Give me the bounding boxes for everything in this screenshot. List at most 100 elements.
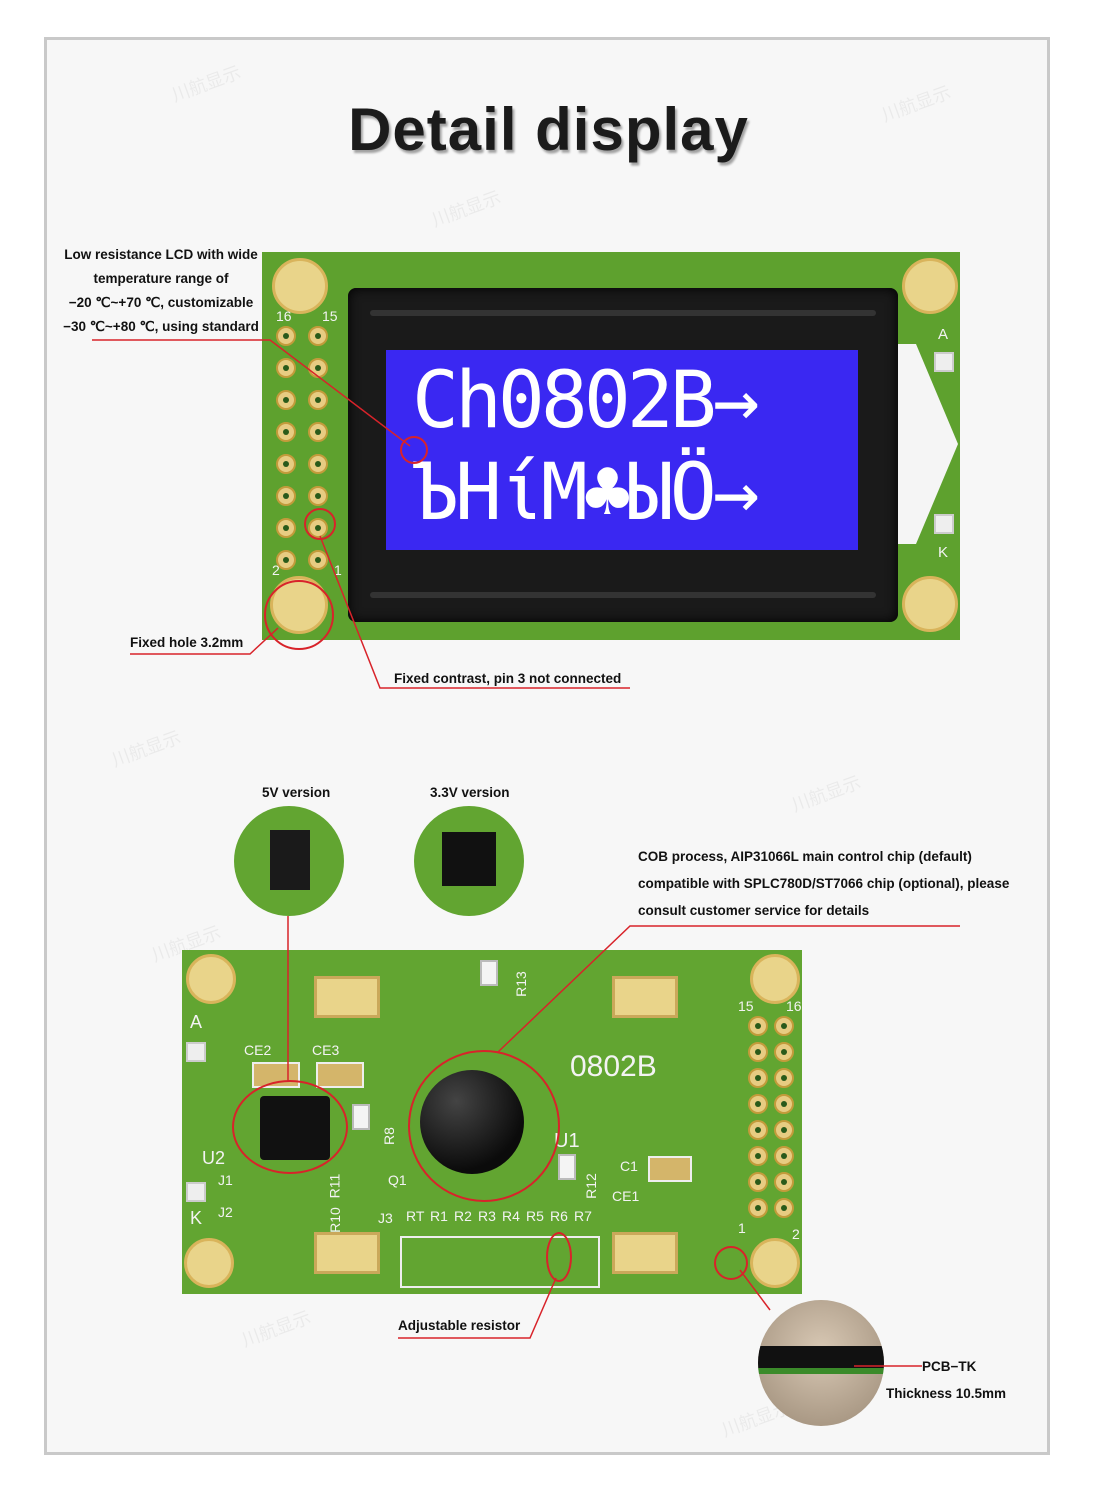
callout-line-thickness: [739, 1269, 771, 1311]
label-r4: R4: [502, 1208, 520, 1224]
callout-line-contrast: [319, 535, 630, 689]
lcd-line-1: Ch0802B→: [412, 356, 760, 446]
fixed-contrast-note: Fixed contrast, pin 3 not connected: [394, 671, 622, 686]
label-r3: R3: [478, 1208, 496, 1224]
resistor-r12-pad: [558, 1154, 576, 1180]
resistor-r8-pad: [352, 1104, 370, 1130]
pin-label-16: 16: [786, 998, 802, 1014]
label-5v-version: 5V version: [262, 785, 331, 800]
capacitor-ce3: [316, 1062, 364, 1088]
thickness-label: Thickness 10.5mm: [886, 1386, 1007, 1401]
callout-circle-resistor: [546, 1232, 572, 1282]
label-a: A: [190, 1012, 203, 1032]
pin-header: [748, 1016, 798, 1226]
pcb-edge: [758, 1346, 884, 1368]
callout-circle-contrast-pin: [304, 508, 336, 540]
lcd-module-front: 16 15 2 1 A K Ch0802B→ ЪНίМ♣ЫÖ→: [262, 252, 960, 640]
resistor-r13-pad: [480, 960, 498, 986]
mounting-hole: [902, 258, 958, 314]
mounting-hole: [184, 1238, 234, 1288]
lcd-line-2: ЪНίМ♣ЫÖ→: [412, 448, 760, 538]
callout-line-hole: [130, 627, 279, 655]
bezel-ridge: [370, 592, 876, 598]
pin-label-1: 1: [334, 562, 342, 578]
fixed-hole-note: Fixed hole 3.2mm: [130, 635, 244, 650]
cob-note-line-2: compatible with SPLC780D/ST7066 chip (op…: [638, 876, 1010, 891]
lcd-note-line-3: −20 ℃~+70 ℃, customizable: [68, 295, 254, 310]
adjustable-resistor-note: Adjustable resistor: [398, 1318, 521, 1333]
bezel-clip: [314, 1232, 380, 1274]
callout-circle-lcd: [400, 436, 428, 464]
label-r1: R1: [430, 1208, 448, 1224]
detail-photo-33v: [414, 806, 524, 916]
page-title: Detail display: [348, 96, 749, 163]
cathode-pad: [186, 1182, 206, 1202]
label-j2: J2: [218, 1204, 233, 1220]
mounting-hole: [272, 258, 328, 314]
pcb-back: R13 0802B A K CE2 CE3 U2 R8 Q1 R11 R10 J…: [182, 950, 802, 1294]
anode-label: A: [938, 326, 949, 343]
label-r5: R5: [526, 1208, 544, 1224]
lcd-note-line-2: temperature range of: [93, 271, 229, 286]
pin-label-2: 2: [792, 1226, 800, 1242]
bezel-clip: [612, 1232, 678, 1274]
pcb-tk-label: PCB−TK: [922, 1359, 977, 1374]
bezel-clip: [612, 976, 678, 1018]
label-k: K: [190, 1208, 203, 1228]
pcb-layer: [758, 1368, 884, 1374]
detail-photo-thickness: [758, 1300, 884, 1426]
label-33v-version: 3.3V version: [430, 785, 510, 800]
pin-label-15: 15: [322, 308, 338, 324]
mounting-hole: [750, 1238, 800, 1288]
label-rt: RT: [406, 1208, 425, 1224]
label-ce2: CE2: [244, 1042, 272, 1058]
label-r6: R6: [550, 1208, 568, 1224]
callout-circle-cob: [408, 1050, 560, 1202]
detail-photo-5v: [234, 806, 344, 916]
cob-note-line-1: COB process, AIP31066L main control chip…: [638, 849, 972, 864]
capacitor-c1: [648, 1156, 692, 1182]
pin-header: [276, 326, 336, 570]
cob-note-line-3: consult customer service for details: [638, 903, 870, 918]
chip-33v: [442, 832, 496, 886]
mounting-hole: [902, 576, 958, 632]
bezel-ridge: [370, 310, 876, 316]
chip-5v: [270, 830, 310, 890]
mounting-hole: [186, 954, 236, 1004]
resistor-labels: RT R1 R2 R3 R4 R5 R6 R7: [406, 1208, 602, 1232]
lcd-temperature-note: Low resistance LCD with wide temperature…: [52, 243, 270, 339]
callout-line-lcd: [92, 339, 411, 447]
label-u2: U2: [202, 1148, 226, 1168]
bezel-clip: [314, 976, 380, 1018]
label-ce3: CE3: [312, 1042, 340, 1058]
lcd-note-line-1: Low resistance LCD with wide: [64, 247, 258, 262]
label-u1: U1: [554, 1130, 580, 1152]
label-c1: C1: [620, 1158, 638, 1174]
cathode-label: K: [938, 544, 949, 561]
callout-circle-hole: [264, 580, 334, 650]
anode-pad: [934, 352, 954, 372]
pin-label-15: 15: [738, 998, 754, 1014]
pin-label-1: 1: [738, 1220, 746, 1236]
anode-pad: [186, 1042, 206, 1062]
callout-circle-hole: [714, 1246, 748, 1280]
mounting-hole: [750, 954, 800, 1004]
label-j3: J3: [378, 1210, 393, 1226]
callout-circle-u2: [232, 1080, 348, 1174]
resistor-ladder: [400, 1236, 600, 1288]
label-r2: R2: [454, 1208, 472, 1224]
callout-line-cob: [497, 925, 960, 1053]
callout-line-resistor: [398, 1277, 557, 1339]
cathode-pad: [934, 514, 954, 534]
lcd-screen: Ch0802B→ ЪНίМ♣ЫÖ→: [386, 350, 858, 550]
label-ce1: CE1: [612, 1188, 640, 1204]
pin-label-16: 16: [276, 308, 292, 324]
label-q1: Q1: [388, 1172, 407, 1188]
model-label: 0802B: [570, 1050, 657, 1083]
lcd-note-line-4: −30 ℃~+80 ℃, using standard: [63, 319, 259, 334]
pin-label-2: 2: [272, 562, 280, 578]
label-r7: R7: [574, 1208, 592, 1224]
cob-process-note: COB process, AIP31066L main control chip…: [638, 843, 1009, 924]
label-j1: J1: [218, 1172, 233, 1188]
